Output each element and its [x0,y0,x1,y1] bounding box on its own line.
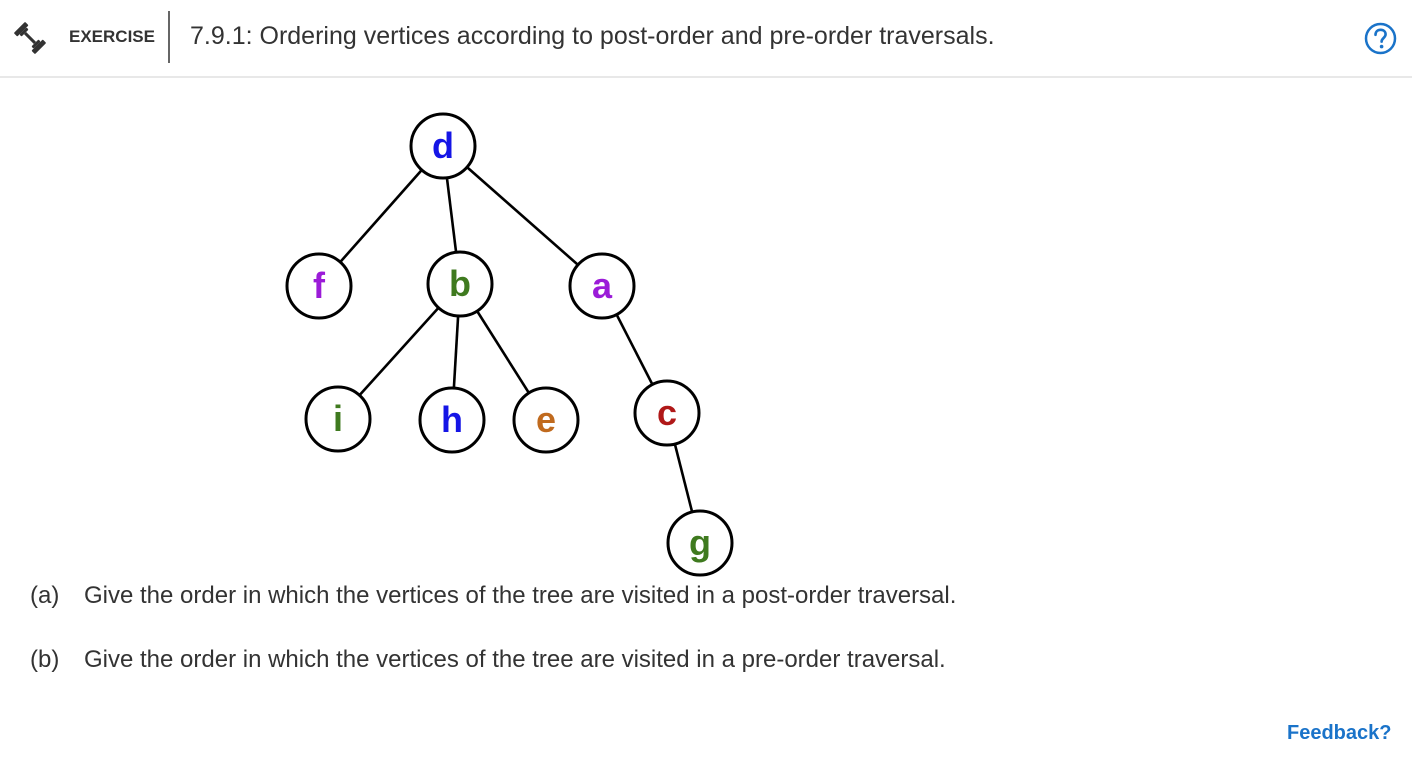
vertex-label: e [536,399,556,440]
vertex-circle [633,379,701,447]
edge-b-i [337,283,461,420]
vertex-circle [285,252,353,320]
question-a-text: Give the order in which the vertices of … [84,582,957,609]
vertex-e: e [512,386,580,454]
question-b: (b) Give the order in which the vertices … [30,646,946,674]
question-a: (a) Give the order in which the vertices … [30,582,956,610]
vertex-h: h [418,386,486,454]
vertex-circle [666,509,734,577]
vertex-label: i [333,398,343,439]
vertex-b: b [426,250,494,318]
vertex-label: c [657,392,677,433]
edge-a-c [600,285,669,414]
dumbbell-icon [14,22,46,54]
vertex-f: f [285,252,353,320]
edge-d-f [318,145,444,287]
question-circle-icon[interactable] [1364,22,1397,55]
header-divider [168,11,170,63]
edge-c-g [665,412,702,544]
vertex-label: g [689,522,711,563]
vertex-a: a [568,252,636,320]
vertex-c: c [633,379,701,447]
question-a-label: (a) [30,582,60,609]
vertex-label: h [441,399,463,440]
vertex-label: f [313,265,326,306]
vertex-label: a [592,265,613,306]
vertex-circle [409,112,477,180]
exercise-header: EXERCISE 7.9.1: Ordering vertices accord… [0,0,1412,78]
vertex-d: d [409,112,477,180]
vertex-g: g [666,509,734,577]
feedback-link[interactable]: Feedback? [1287,722,1392,744]
vertex-circle [426,250,494,318]
vertex-label: b [449,263,471,304]
vertex-circle [418,386,486,454]
exercise-title: 7.9.1: Ordering vertices according to po… [190,22,995,50]
question-b-label: (b) [30,646,60,673]
edge-d-b [441,145,462,285]
edge-b-h [450,283,462,421]
exercise-label: EXERCISE [69,27,155,46]
edge-d-a [442,145,603,287]
vertex-i: i [304,385,372,453]
vertex-circle [512,386,580,454]
question-b-text: Give the order in which the vertices of … [84,646,946,673]
vertex-label: d [432,125,454,166]
vertex-circle [568,252,636,320]
vertex-circle [304,385,372,453]
edge-b-e [458,283,548,421]
